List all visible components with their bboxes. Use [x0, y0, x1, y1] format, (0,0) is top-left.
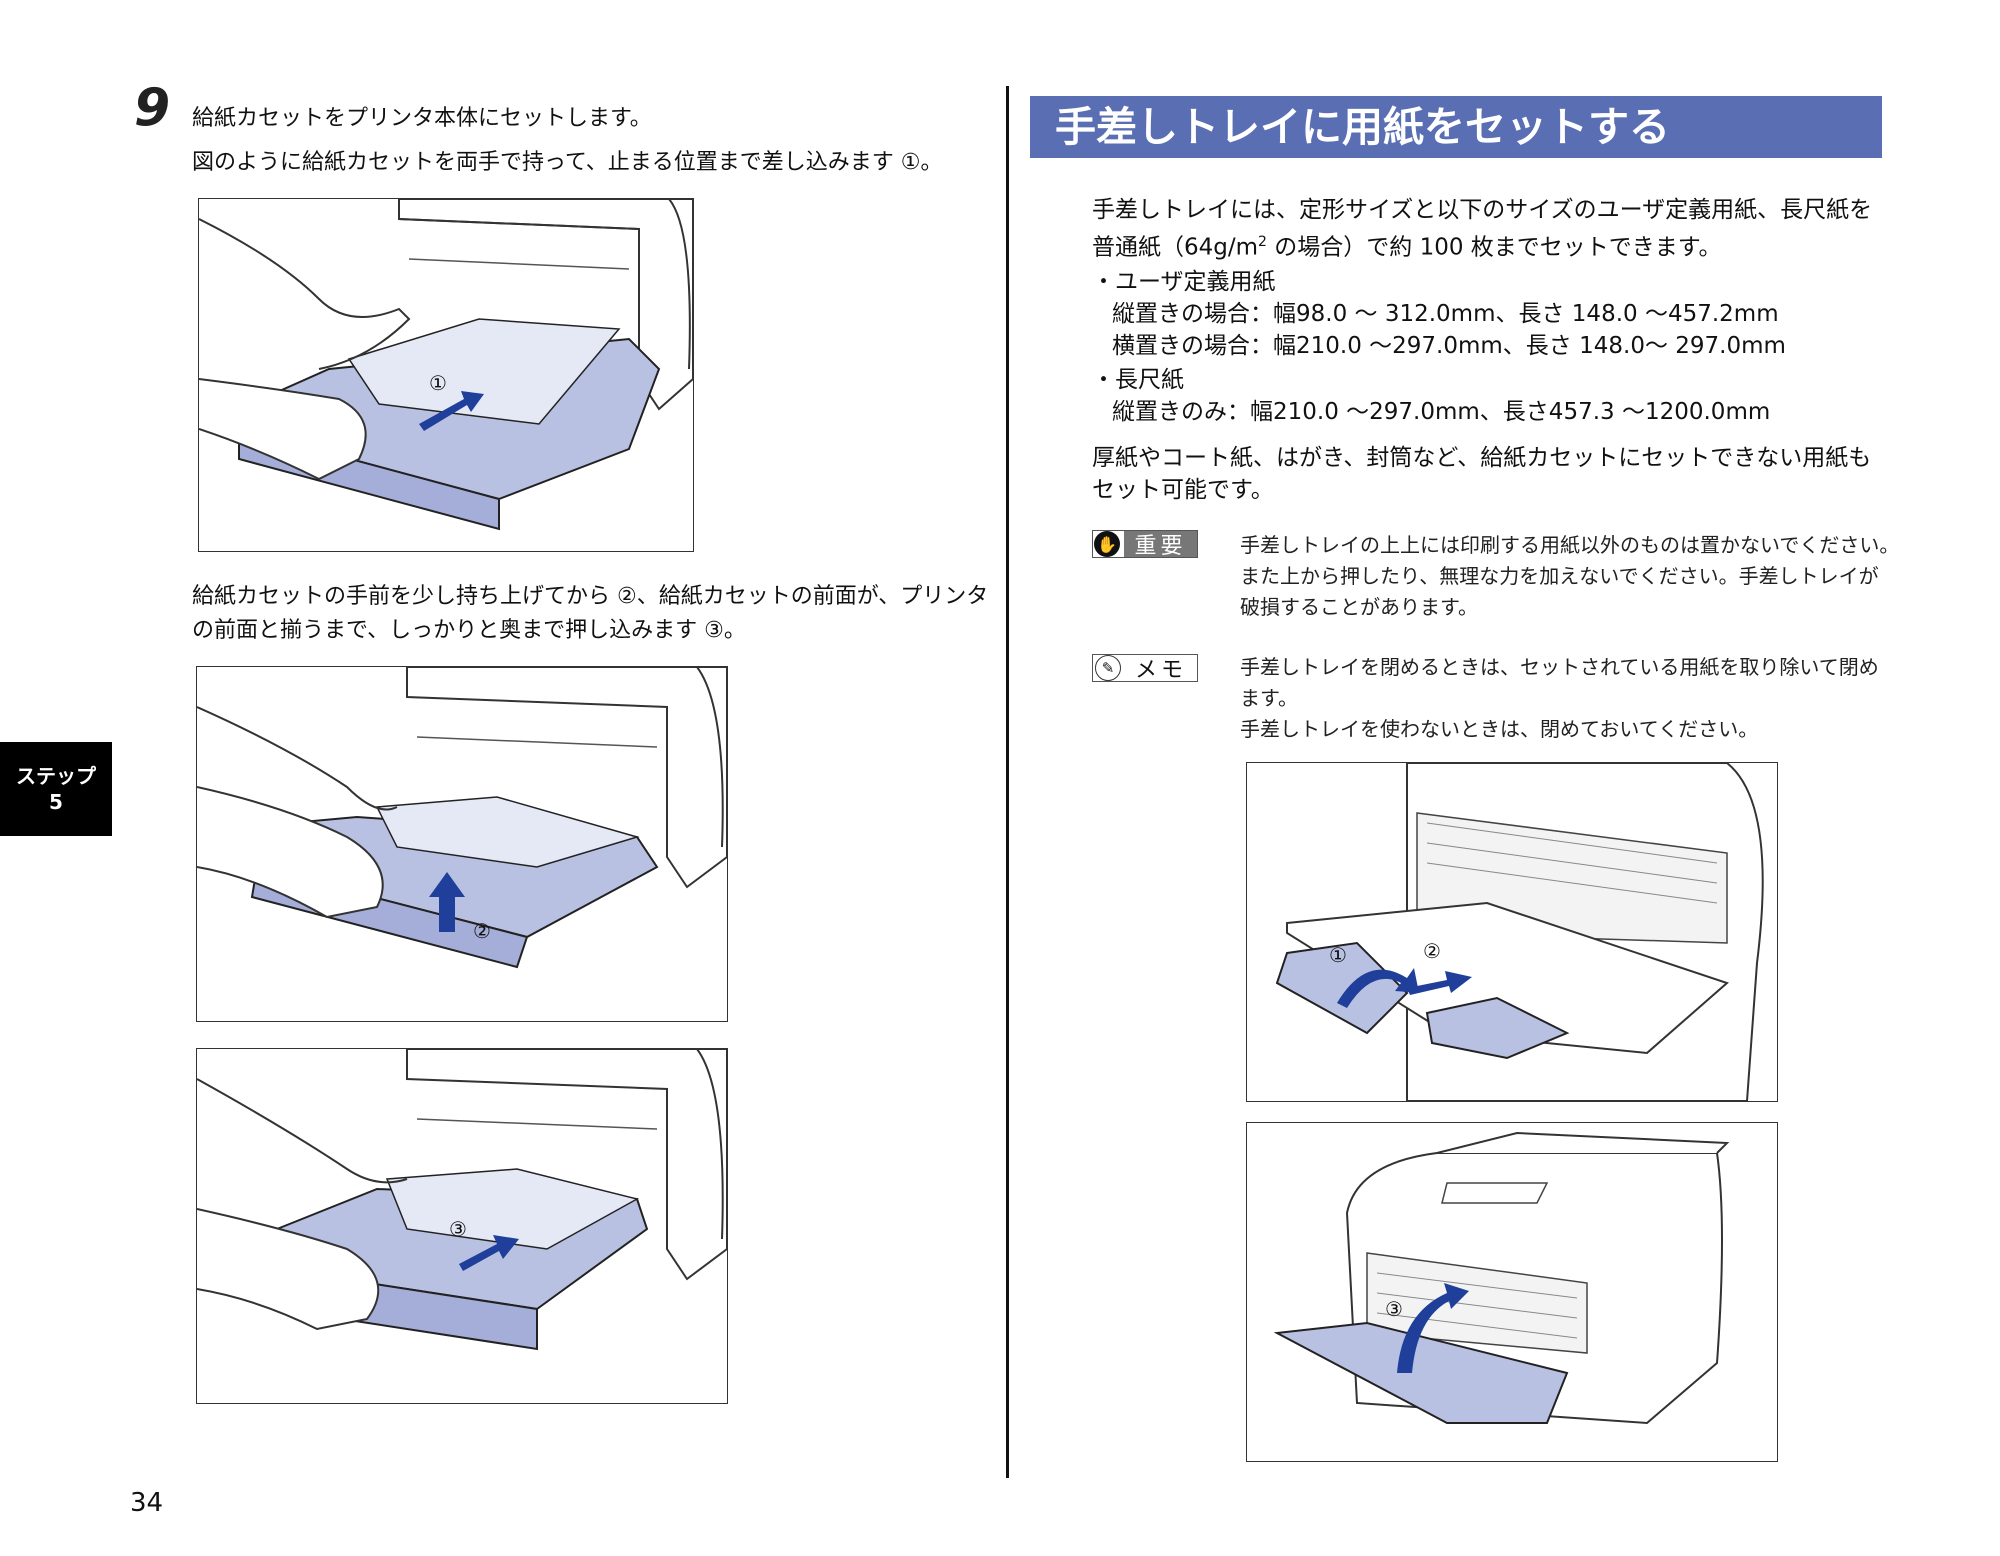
hand-stop-icon: ✋	[1094, 531, 1120, 557]
step-instruction-2-line1: 給紙カセットの手前を少し持ち上げてから ②、給紙カセットの前面が、プリンタ	[192, 584, 989, 609]
important-text-line3: 破損することがあります。	[1240, 595, 1478, 619]
memo-text-line2: ます。	[1240, 686, 1298, 710]
side-tab-number: 5	[49, 790, 63, 814]
page-number: 34	[130, 1488, 164, 1518]
bullet-user-defined-portrait: 縦置きの場合：幅98.0 ～ 312.0mm、長さ 148.0 ～457.2mm	[1112, 301, 1779, 327]
figure-manual-tray-extend: ① ②	[1246, 762, 1778, 1102]
figure-cassette-insert-drawing	[199, 199, 693, 531]
figure-marker-3: ③	[449, 1217, 467, 1241]
figure-cassette-lift: ②	[196, 666, 728, 1022]
memo-label: メモ	[1134, 658, 1187, 683]
pencil-icon: ✎	[1095, 655, 1121, 681]
important-text-line2: また上から押したり、無理な力を加えないでください。手差しトレイが	[1240, 564, 1879, 588]
figure-marker-2: ②	[1423, 939, 1441, 963]
side-tab-label: ステップ	[16, 764, 96, 788]
step-side-tab: ステップ 5	[0, 742, 112, 836]
figure-cassette-push-drawing	[197, 1049, 727, 1351]
step-instruction-2-line2: の前面と揃うまで、しっかりと奥まで押し込みます ③。	[192, 618, 746, 643]
figure-marker-1: ①	[429, 371, 447, 395]
bullet-long-paper-portrait: 縦置きのみ：幅210.0 ～297.0mm、長さ457.3 ～1200.0mm	[1112, 399, 1771, 425]
important-label: 重要	[1124, 531, 1197, 559]
figure-manual-tray-extend-drawing	[1275, 763, 1764, 1101]
figure-cassette-insert: ①	[198, 198, 694, 552]
step-title: 給紙カセットをプリンタ本体にセットします。	[192, 106, 652, 131]
step-instruction-1: 図のように給紙カセットを両手で持って、止まる位置まで差し込みます ①。	[192, 150, 943, 175]
bullet-user-defined-landscape: 横置きの場合：幅210.0 ～297.0mm、長さ 148.0～ 297.0mm	[1112, 333, 1786, 359]
step-number: 9	[134, 78, 171, 138]
bullet-long-paper-title: ・長尺紙	[1092, 367, 1184, 393]
figure-marker-1: ①	[1329, 943, 1347, 967]
figure-marker-3: ③	[1385, 1297, 1403, 1321]
memo-text-line3: 手差しトレイを使わないときは、閉めておいてください。	[1240, 717, 1759, 741]
intro-text-b: の場合）で約 100 枚までセットできます。	[1266, 234, 1722, 261]
intro-superscript: 2	[1258, 234, 1267, 250]
section-intro-line2: 普通紙（64g/m2 の場合）で約 100 枚までセットできます。	[1092, 226, 1722, 264]
column-divider	[1006, 86, 1009, 1478]
figure-cassette-lift-drawing	[197, 667, 727, 969]
memo-text-line1: 手差しトレイを閉めるときは、セットされている用紙を取り除いて閉め	[1240, 655, 1879, 679]
section-title: 手差しトレイに用紙をセットする	[1030, 96, 1882, 158]
intro-text-a: 普通紙（64g/m	[1092, 234, 1259, 261]
figure-manual-tray-open: ③	[1246, 1122, 1778, 1462]
section-outro-line1: 厚紙やコート紙、はがき、封筒など、給紙カセットにセットできない用紙も	[1092, 445, 1872, 471]
figure-cassette-push: ③	[196, 1048, 728, 1404]
bullet-user-defined-title: ・ユーザ定義用紙	[1092, 269, 1276, 295]
figure-manual-tray-open-drawing	[1273, 1131, 1730, 1425]
memo-badge: ✎ メモ	[1092, 654, 1198, 683]
important-text-line1: 手差しトレイの上上には印刷する用紙以外のものは置かないでください。	[1240, 533, 1900, 557]
section-outro-line2: セット可能です。	[1092, 477, 1274, 503]
figure-marker-2: ②	[473, 919, 491, 943]
important-badge: ✋ 重要	[1092, 530, 1198, 559]
section-intro-line1: 手差しトレイには、定形サイズと以下のサイズのユーザ定義用紙、長尺紙を	[1092, 197, 1873, 223]
